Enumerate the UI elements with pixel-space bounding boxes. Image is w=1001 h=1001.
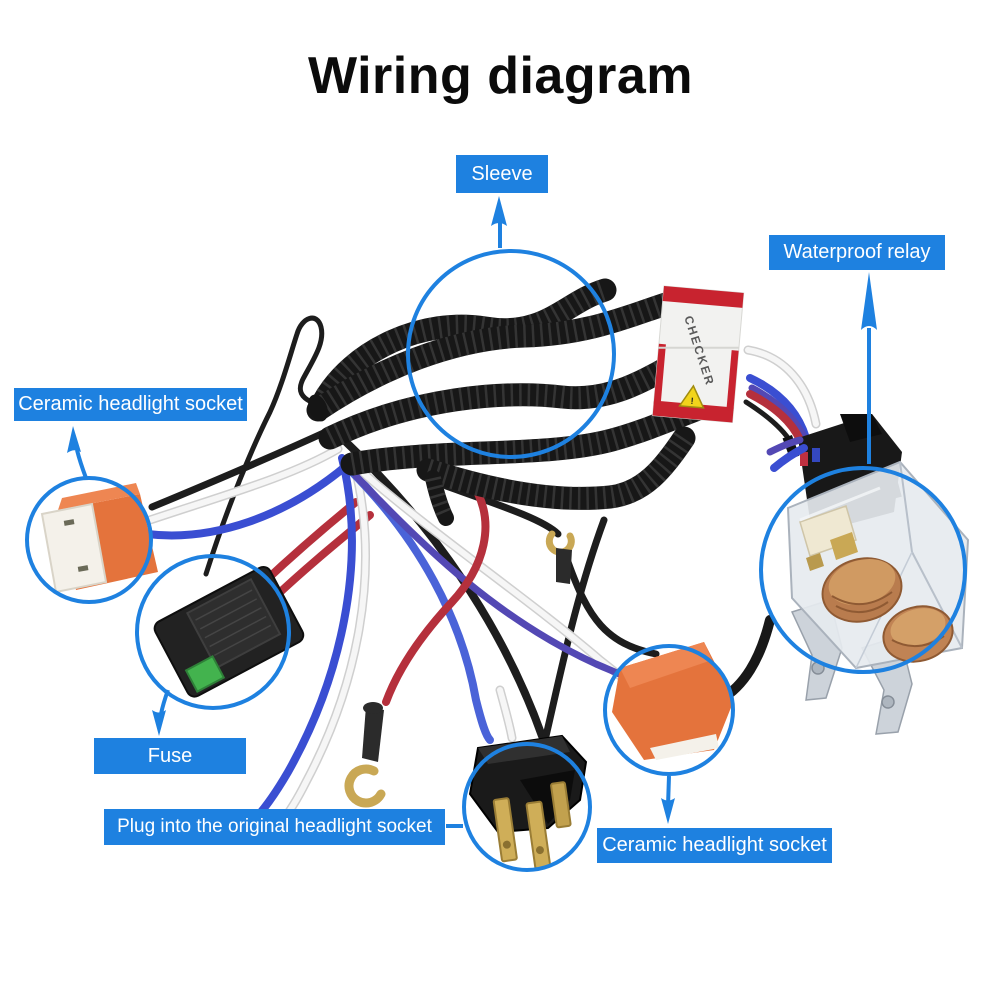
right-socket-arrow xyxy=(661,775,675,824)
h4-plug-photo xyxy=(468,734,588,870)
waterproof-relay-label: Waterproof relay xyxy=(769,235,945,270)
sleeve-arrow xyxy=(491,196,507,248)
fuse-label: Fuse xyxy=(94,738,246,774)
page-title: Wiring diagram xyxy=(307,47,693,105)
svg-text:!: ! xyxy=(690,396,694,406)
left-socket-arrow xyxy=(67,426,88,479)
ceramic-socket-right-photo xyxy=(612,642,734,760)
sleeve-label: Sleeve xyxy=(456,155,548,193)
sleeve-open-end xyxy=(308,394,328,422)
warning-triangle-icon: ! xyxy=(678,384,705,409)
relay-highlight-circle xyxy=(759,466,967,674)
fork-terminal xyxy=(545,530,575,584)
ceramic-socket-left-photo xyxy=(40,483,158,594)
ceramic-socket-left-label: Ceramic headlight socket xyxy=(14,388,247,421)
relay-arrow xyxy=(861,272,877,464)
left-socket-highlight-circle xyxy=(25,476,153,604)
fuse-element xyxy=(184,654,226,693)
relay-photo xyxy=(766,414,970,735)
fuse-photo xyxy=(153,565,305,698)
harness-tag: CHECKER ! xyxy=(652,285,745,424)
corrugated-sleeve xyxy=(306,278,734,526)
right-socket-highlight-circle xyxy=(603,644,735,776)
annotation-arrows xyxy=(67,196,877,828)
fuse-arrow xyxy=(152,689,170,736)
plug-highlight-circle xyxy=(462,742,592,872)
sleeve-highlight-circle xyxy=(406,249,616,459)
highlight-circles xyxy=(25,249,967,872)
relay-leads xyxy=(743,345,821,460)
ceramic-socket-right-label: Ceramic headlight socket xyxy=(597,828,832,863)
h4-terminals xyxy=(492,781,572,870)
ring-terminal xyxy=(344,702,386,808)
fuse-highlight-circle xyxy=(135,554,291,710)
plug-original-label: Plug into the original headlight socket xyxy=(104,809,445,845)
